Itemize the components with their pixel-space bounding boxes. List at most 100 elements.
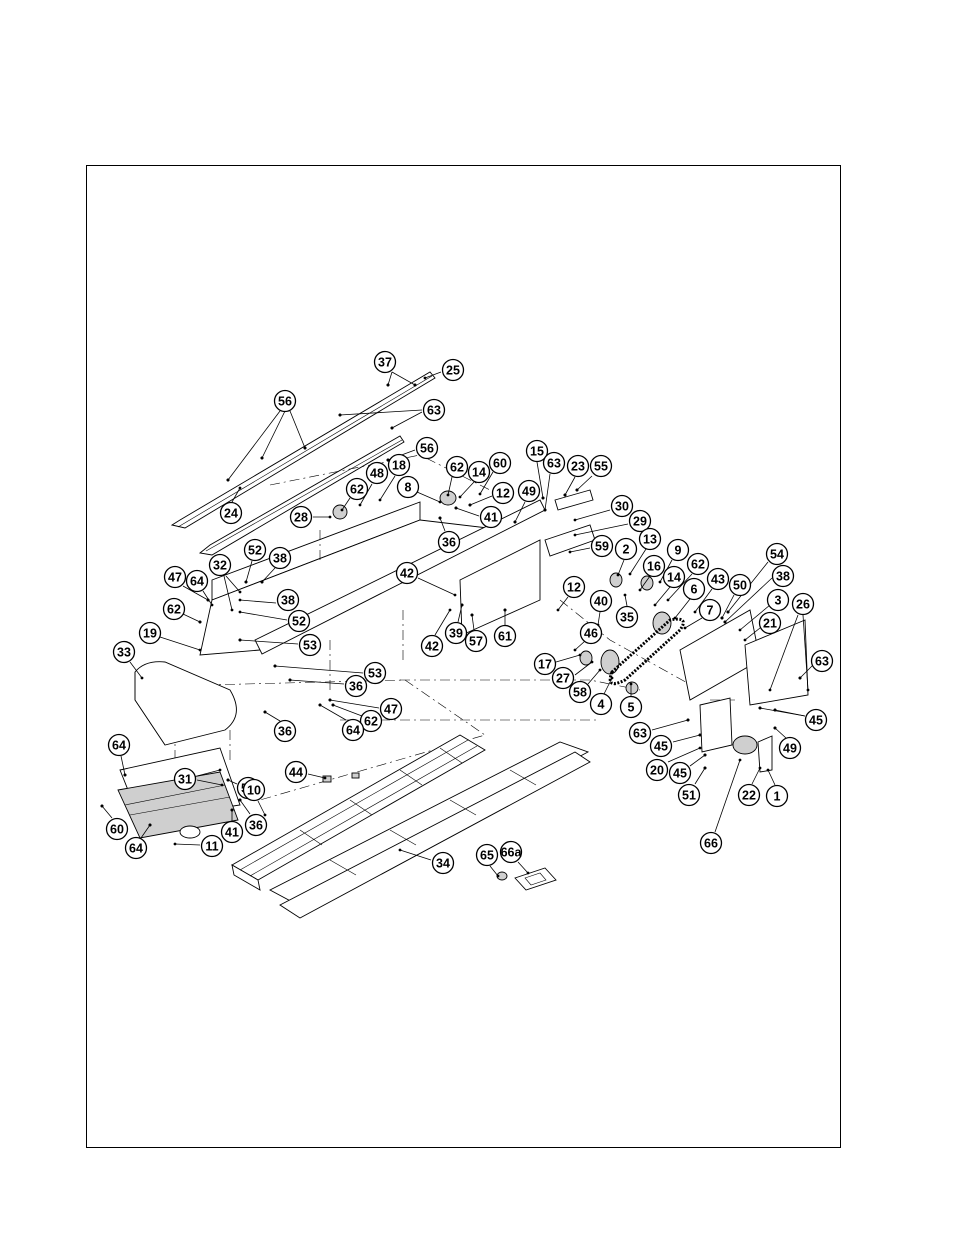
leader-line <box>418 578 455 595</box>
callout-56: 56 <box>417 438 438 459</box>
callout-50: 50 <box>730 575 751 596</box>
leader-line <box>685 618 702 628</box>
callout-label: 49 <box>783 742 797 756</box>
leader-line <box>290 411 305 448</box>
callout-label: 45 <box>809 714 823 728</box>
leader-line <box>715 760 740 832</box>
callout-label: 45 <box>673 767 687 781</box>
leader-line <box>598 612 600 625</box>
callout-48: 48 <box>367 463 388 484</box>
leader-end-dot <box>329 516 332 519</box>
callout-18: 18 <box>389 455 410 476</box>
leader-line <box>575 641 585 650</box>
callout-44: 44 <box>286 762 307 783</box>
callout-label: 66 <box>704 837 718 851</box>
leader-end-dot <box>479 493 482 496</box>
callout-1: 1 <box>767 786 788 807</box>
callout-8: 8 <box>398 477 419 498</box>
callout-label: 38 <box>281 594 295 608</box>
callout-16: 16 <box>644 556 665 577</box>
leader-line <box>518 862 528 873</box>
leader-line <box>262 411 285 458</box>
callout-label: 64 <box>129 842 143 856</box>
callout-label: 41 <box>225 826 239 840</box>
callout-label: 19 <box>143 627 157 641</box>
drive-chain <box>610 619 683 683</box>
callout-41: 41 <box>222 822 243 843</box>
callout-label: 7 <box>707 604 714 618</box>
leader-end-dot <box>497 875 500 878</box>
callout-label: 60 <box>110 823 124 837</box>
leader-end-dot <box>264 814 267 817</box>
leader-line <box>618 560 624 575</box>
callout-13: 13 <box>640 529 661 550</box>
callout-label: 47 <box>168 571 182 585</box>
leader-end-dot <box>591 661 594 664</box>
leader-line <box>760 708 805 716</box>
leader-line <box>160 637 200 650</box>
leader-end-dot <box>245 581 248 584</box>
leader-line <box>460 482 474 497</box>
callout-65: 65 <box>477 845 498 866</box>
leader-end-dot <box>574 519 577 522</box>
leader-line <box>575 510 610 520</box>
leader-end-dot <box>319 704 322 707</box>
callout-38: 38 <box>270 548 291 569</box>
callout-label: 64 <box>112 739 126 753</box>
callout-14: 14 <box>469 462 490 483</box>
callout-label: 52 <box>292 615 306 629</box>
callout-62: 62 <box>164 599 185 620</box>
leader-end-dot <box>174 843 177 846</box>
leader-line <box>570 548 590 552</box>
callout-11: 11 <box>202 836 223 857</box>
leader-line <box>240 800 250 814</box>
callout-label: 43 <box>711 573 725 587</box>
callout-label: 42 <box>400 567 414 581</box>
callout-label: 2 <box>623 543 630 557</box>
leader-end-dot <box>439 517 442 520</box>
callout-22: 22 <box>739 785 760 806</box>
leader-line <box>388 372 392 385</box>
leader-end-dot <box>504 609 507 612</box>
callout-62: 62 <box>447 457 468 478</box>
callout-43: 43 <box>708 569 729 590</box>
leader-end-dot <box>239 799 242 802</box>
callout-label: 22 <box>742 789 756 803</box>
callout-label: 38 <box>776 570 790 584</box>
leader-end-dot <box>469 504 472 507</box>
callout-label: 25 <box>446 364 460 378</box>
callout-label: 53 <box>303 639 317 653</box>
callout-label: 26 <box>796 598 810 612</box>
leader-end-dot <box>759 707 762 710</box>
leader-end-dot <box>359 504 362 507</box>
callout-64: 64 <box>126 838 147 859</box>
callout-label: 31 <box>178 773 192 787</box>
leader-end-dot <box>341 509 344 512</box>
callout-47: 47 <box>165 567 186 588</box>
callout-24: 24 <box>221 503 242 524</box>
callout-39: 39 <box>446 623 467 644</box>
callout-36: 36 <box>275 721 296 742</box>
callout-label: 64 <box>190 575 204 589</box>
callout-label: 52 <box>248 544 262 558</box>
callout-45: 45 <box>651 736 672 757</box>
callout-12: 12 <box>493 483 514 504</box>
leader-end-dot <box>149 824 152 827</box>
callout-label: 1 <box>774 790 781 804</box>
leader-end-dot <box>544 509 547 512</box>
leader-line <box>183 614 200 622</box>
callout-4: 4 <box>591 694 612 715</box>
callout-label: 56 <box>420 442 434 456</box>
leader-line <box>545 474 550 510</box>
callout-35: 35 <box>617 607 638 628</box>
callout-32: 32 <box>210 555 231 576</box>
callout-label: 63 <box>815 655 829 669</box>
frame-end-plate <box>460 540 540 635</box>
callout-27: 27 <box>553 668 574 689</box>
leader-end-dot <box>739 759 742 762</box>
callout-41: 41 <box>481 507 502 528</box>
leader-end-dot <box>767 769 770 772</box>
end-guard <box>135 662 236 745</box>
callout-2: 2 <box>616 539 637 560</box>
